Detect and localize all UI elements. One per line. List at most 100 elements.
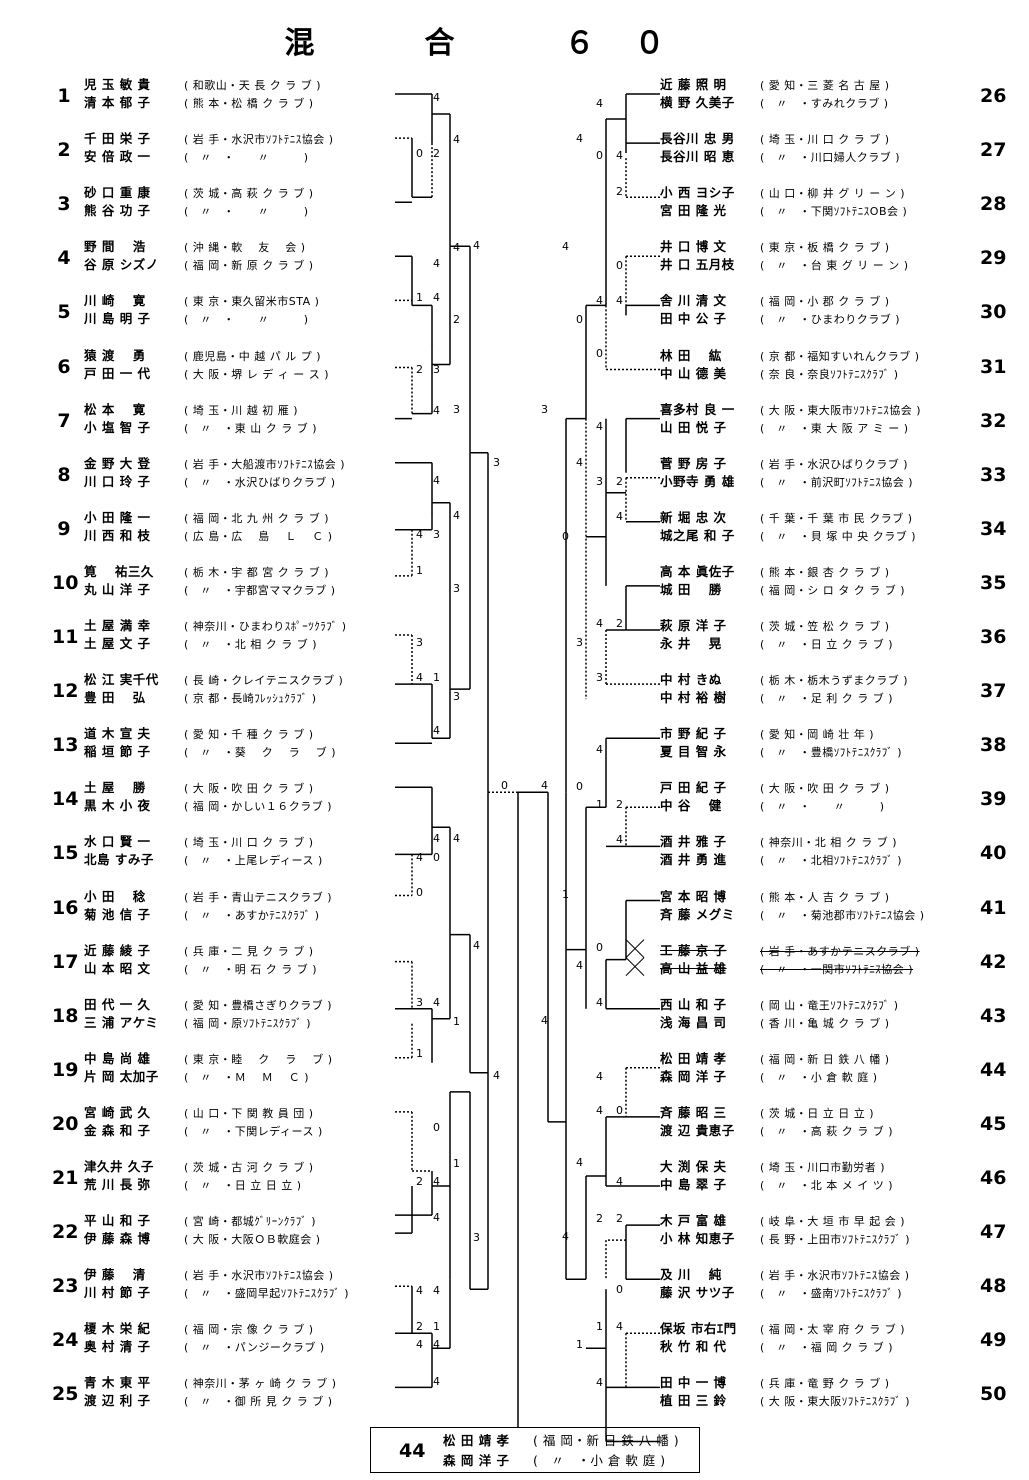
player-affiliation: ( 福 岡・宗 像 ク ラ ブ ) xyxy=(184,1323,314,1337)
player-name: 小 田 稔 xyxy=(84,888,146,904)
player-name: 小 林 知恵子 xyxy=(660,1231,735,1247)
match-score: 4 xyxy=(596,294,603,307)
player-row: 清 本 郁 子( 熊 本・松 橋 ク ラ ブ ) xyxy=(84,95,394,111)
player-row: 北島 すみ子( 〃 ・上尾レディース ) xyxy=(84,852,394,868)
player-affiliation: ( 〃 ・川口婦人クラブ ) xyxy=(760,151,901,165)
player-row: 近 藤 照 明( 愛 知・三 菱 名 古 屋 ) xyxy=(660,77,970,93)
player-row: 横 野 久美子( 〃 ・すみれクラブ ) xyxy=(660,95,970,111)
seed-number: 18 xyxy=(52,1004,79,1027)
player-row: 谷 原 シズノ( 福 岡・新 原 ク ラ ブ ) xyxy=(84,257,394,273)
player-row: 夏 目 智 永 ( 〃 ・豊橋ｿﾌﾄﾃﾆｽｸﾗﾌﾞ ) xyxy=(660,744,970,760)
player-row: 酒 井 雅 子( 神奈川・北 相 ク ラ ブ ) xyxy=(660,834,970,850)
match-score: 4 xyxy=(616,510,623,523)
match-score: 4 xyxy=(433,474,440,487)
player-row: 城 田 勝 ( 福 岡・シ ロ タ ク ラ ブ ) xyxy=(660,582,970,598)
player-row: 伊 藤 森 博( 大 阪・大阪ＯＢ軟庭会 ) xyxy=(84,1231,394,1247)
player-affiliation: ( 東 京・板 橋 ク ラ ブ ) xyxy=(760,241,890,255)
match-score: 2 xyxy=(616,475,623,488)
player-affiliation: ( 奈 良・奈良ｿﾌﾄﾃﾆｽｸﾗﾌﾞ ) xyxy=(760,367,899,381)
match-score: 4 xyxy=(433,724,440,737)
match-score: 2 xyxy=(616,617,623,630)
player-affiliation: ( 〃 ・ひまわりクラブ ) xyxy=(760,313,901,327)
player-affiliation: ( 大 阪・吹 田 ク ラ ブ ) xyxy=(184,782,314,796)
player-affiliation: ( 岩 手・水沢市ｿﾌﾄﾃﾆｽ協会 ) xyxy=(184,1269,334,1283)
seed-number: 47 xyxy=(980,1221,1007,1244)
player-name: 斉 藤 昭 三 xyxy=(660,1104,727,1120)
player-name: 道 木 宣 夫 xyxy=(84,726,151,742)
match-score: 2 xyxy=(433,147,440,160)
player-row: 山 田 悦 子( 〃 ・東 大 阪 ア ミ ー ) xyxy=(660,420,970,436)
player-affiliation: ( 〃 ・東 山 ク ラ ブ ) xyxy=(184,421,318,435)
player-name: 筧 祐三久 xyxy=(84,563,154,579)
player-name: 中 村 きぬ xyxy=(660,672,722,688)
seed-number: 43 xyxy=(980,1004,1007,1027)
player-name: 宮 田 隆 光 xyxy=(660,203,727,219)
match-score: 4 xyxy=(596,420,603,433)
player-affiliation: ( 京 都・福知すいれんクラブ ) xyxy=(760,349,920,363)
player-row: 中 谷 健( 〃 ・ 〃 ) xyxy=(660,798,970,814)
player-name: 川 村 節 子 xyxy=(84,1285,151,1301)
player-affiliation: ( 東 京・東久留米市STA ) xyxy=(184,295,320,309)
seed-number: 20 xyxy=(52,1112,79,1135)
player-affiliation: ( 福 岡・新 原 ク ラ ブ ) xyxy=(184,259,314,273)
player-name: 児 玉 敏 貴 xyxy=(84,77,151,92)
champion-box: 44 松 田 靖 孝( 福 岡・新 日 鉄 八 幡 ) 森 岡 洋 子( 〃 ・… xyxy=(370,1427,700,1473)
champion-seed: 44 xyxy=(399,1440,426,1462)
player-affiliation: ( 兵 庫・二 見 ク ラ ブ ) xyxy=(184,944,314,958)
seed-number: 6 xyxy=(57,355,71,378)
player-name: 松 田 靖 孝 xyxy=(660,1050,727,1066)
player-row: 道 木 宣 夫( 愛 知・千 種 ク ラ ブ ) xyxy=(84,726,394,742)
player-affiliation: ( 東 京・睦 ク ラ ブ ) xyxy=(184,1052,333,1066)
seed-number: 27 xyxy=(980,139,1007,162)
player-row: 千 田 栄 子( 岩 手・水沢市ｿﾌﾄﾃﾆｽ協会 ) xyxy=(84,131,394,147)
champion-player-2: 森 岡 洋 子( 〃 ・小 倉 軟 庭 ) xyxy=(443,1450,666,1469)
match-score: 4 xyxy=(416,851,423,864)
player-row: 野 間 浩( 沖 縄・軟 友 会 ) xyxy=(84,239,394,255)
player-affiliation: ( 〃 ・ 〃 ) xyxy=(184,205,309,219)
player-name: 中 島 尚 雄 xyxy=(84,1050,151,1066)
player-name: 川 西 和 枝 xyxy=(84,527,151,543)
player-affiliation: ( 愛 知・岡 崎 壮 年 ) xyxy=(760,728,875,742)
player-row: 筧 祐三久( 栃 木・宇 都 宮 ク ラ ブ ) xyxy=(84,564,394,580)
player-row: 松 田 靖 孝( 福 岡・新 日 鉄 八 幡 ) xyxy=(660,1051,970,1067)
player-row: 喜多村 良 一( 大 阪・東大阪市ｿﾌﾄﾃﾆｽ協会 ) xyxy=(660,402,970,418)
player-affiliation: ( 〃 ・豊橋ｿﾌﾄﾃﾆｽｸﾗﾌﾞ ) xyxy=(760,746,903,760)
match-score: 3 xyxy=(541,403,548,416)
player-affiliation: ( 岡 山・竜王ｿﾌﾄﾃﾆｽｸﾗﾌﾞ ) xyxy=(760,998,899,1012)
player-row: 豊 田 弘( 京 都・長崎ﾌﾚｯｼｭｸﾗﾌﾞ ) xyxy=(84,690,394,706)
match-score: 4 xyxy=(433,257,440,270)
seed-number: 5 xyxy=(57,301,71,324)
player-row: 小 田 稔( 岩 手・青山テニスクラブ ) xyxy=(84,889,394,905)
player-row: 土 屋 文 子( 〃 ・北 相 ク ラ ブ ) xyxy=(84,636,394,652)
player-row: 水 口 賢 一( 埼 玉・川 口 ク ラ ブ ) xyxy=(84,834,394,850)
match-score: 0 xyxy=(616,1104,623,1117)
player-affiliation: ( 〃 ・一関市ｿﾌﾄﾃﾆｽ協会 ) xyxy=(760,962,914,976)
player-affiliation: ( 福 岡・シ ロ タ ク ラ ブ ) xyxy=(760,583,906,597)
player-name: 井 口 五月枝 xyxy=(660,257,735,273)
player-name: 夏 目 智 永 xyxy=(660,744,727,760)
player-affiliation: ( 埼 玉・川 越 初 雁 ) xyxy=(184,403,299,417)
player-name: 砂 口 重 康 xyxy=(84,185,151,201)
player-name: 森 岡 洋 子 xyxy=(660,1068,727,1084)
champion-affiliation-1: ( 福 岡・新 日 鉄 八 幡 ) xyxy=(533,1433,680,1448)
match-score: 4 xyxy=(416,528,423,541)
player-name: 城 田 勝 xyxy=(660,581,722,597)
seed-number: 7 xyxy=(57,409,71,432)
match-score: 2 xyxy=(416,1320,423,1333)
match-score: 4 xyxy=(433,1211,440,1224)
match-score: 4 xyxy=(433,1175,440,1188)
bracket-line xyxy=(625,939,645,958)
player-affiliation: ( 〃 ・ 〃 ) xyxy=(184,313,309,327)
player-row: 金 野 大 登( 岩 手・大船渡市ｿﾌﾄﾃﾆｽ協会 ) xyxy=(84,456,394,472)
player-affiliation: ( 神奈川・茅 ヶ 崎 ク ラ ブ ) xyxy=(184,1377,337,1391)
match-score: 1 xyxy=(596,798,603,811)
match-score: 1 xyxy=(416,1047,423,1060)
seed-number: 23 xyxy=(52,1275,79,1298)
player-row: 平 山 和 子( 宮 崎・都城ｸﾞﾘｰﾝｸﾗﾌﾞ ) xyxy=(84,1213,394,1229)
player-name: 西 山 和 子 xyxy=(660,996,727,1012)
player-affiliation: ( 〃 ・下関ｿﾌﾄﾃﾆｽOB会 ) xyxy=(760,205,908,219)
player-row: 西 山 和 子 ( 岡 山・竜王ｿﾌﾄﾃﾆｽｸﾗﾌﾞ ) xyxy=(660,997,970,1013)
player-affiliation: ( 茨 城・高 萩 ク ラ ブ ) xyxy=(184,187,314,201)
player-affiliation: ( 〃 ・上尾レディース ) xyxy=(184,854,323,868)
